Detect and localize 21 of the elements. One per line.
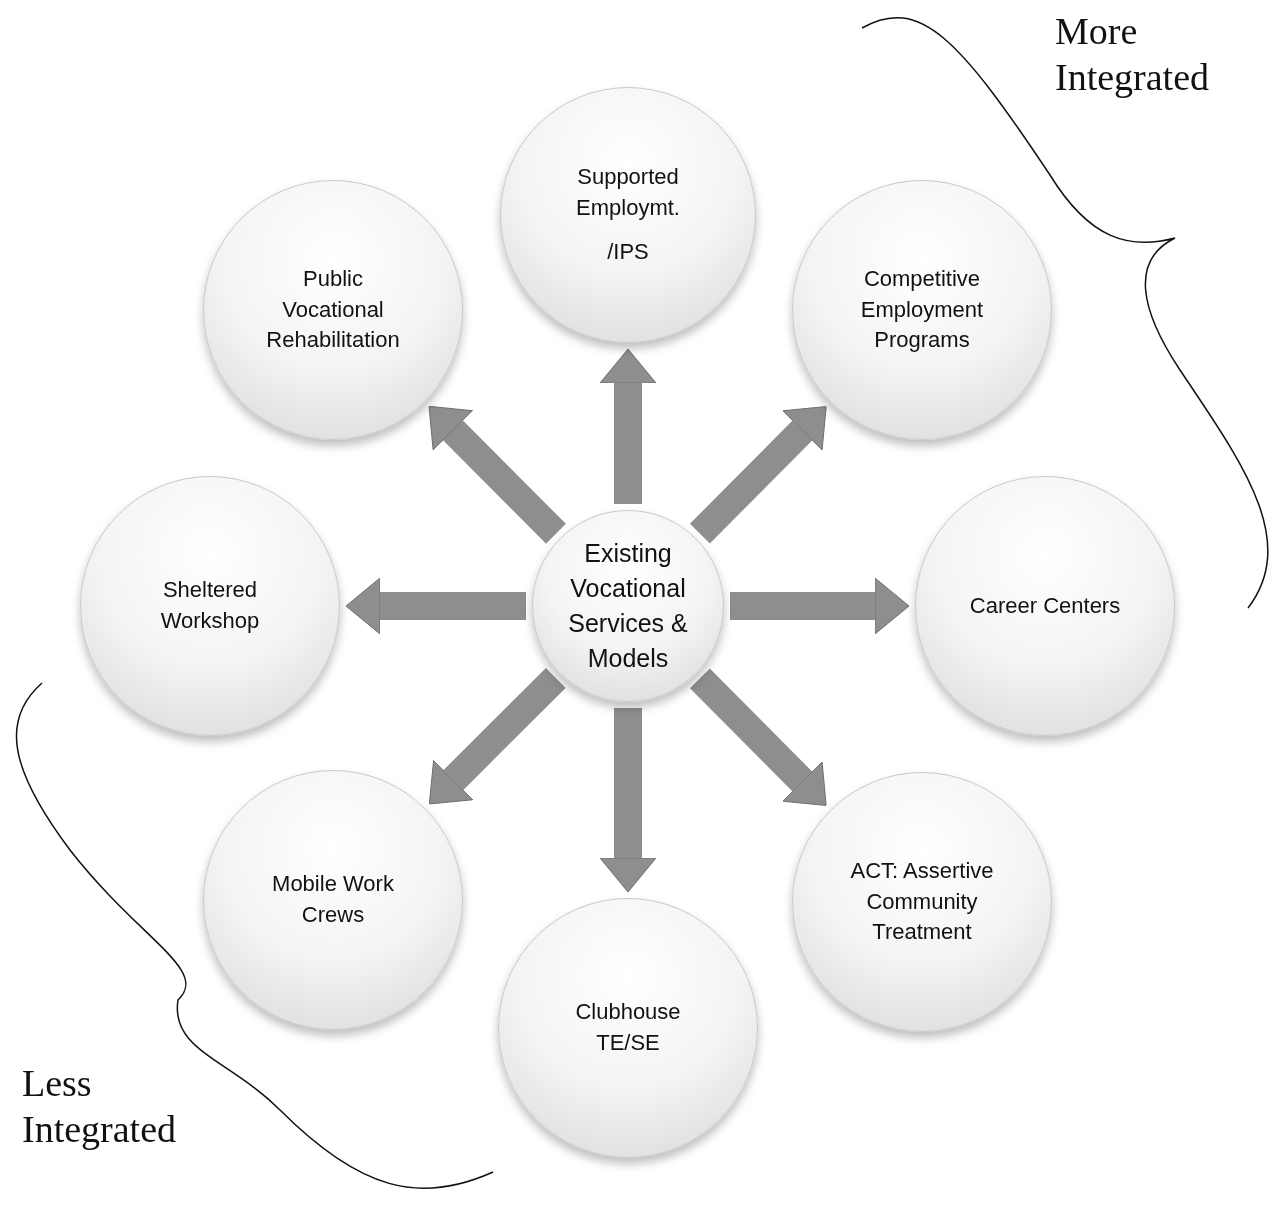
node-label: Sheltered Workshop <box>159 576 261 635</box>
node-label: Supported Employmt. <box>575 162 681 222</box>
node-label: /IPS <box>607 238 649 267</box>
node-label: Competitive Employment Programs <box>859 264 985 355</box>
node-label: Mobile Work Crews <box>271 870 395 929</box>
block-arrow <box>428 405 566 544</box>
block-arrow <box>689 406 827 544</box>
node-label: Public Vocational Rehabilitation <box>265 264 401 355</box>
block-arrow <box>730 577 910 635</box>
block-arrow <box>345 577 526 635</box>
circle-node <box>532 510 724 702</box>
block-arrow <box>428 668 566 805</box>
node-label: ACT: Assertive Community Treatment <box>849 856 995 947</box>
bracket-label: More Integrated <box>1055 9 1211 101</box>
bracket-label: Less Integrated <box>22 1061 178 1153</box>
block-arrow <box>599 348 657 504</box>
node-label: Clubhouse TE/SE <box>574 998 682 1057</box>
block-arrow <box>599 708 657 893</box>
node-label: Existing Vocational Services & Models <box>567 538 689 674</box>
block-arrow <box>689 668 827 806</box>
node-label: Career Centers <box>969 591 1121 620</box>
